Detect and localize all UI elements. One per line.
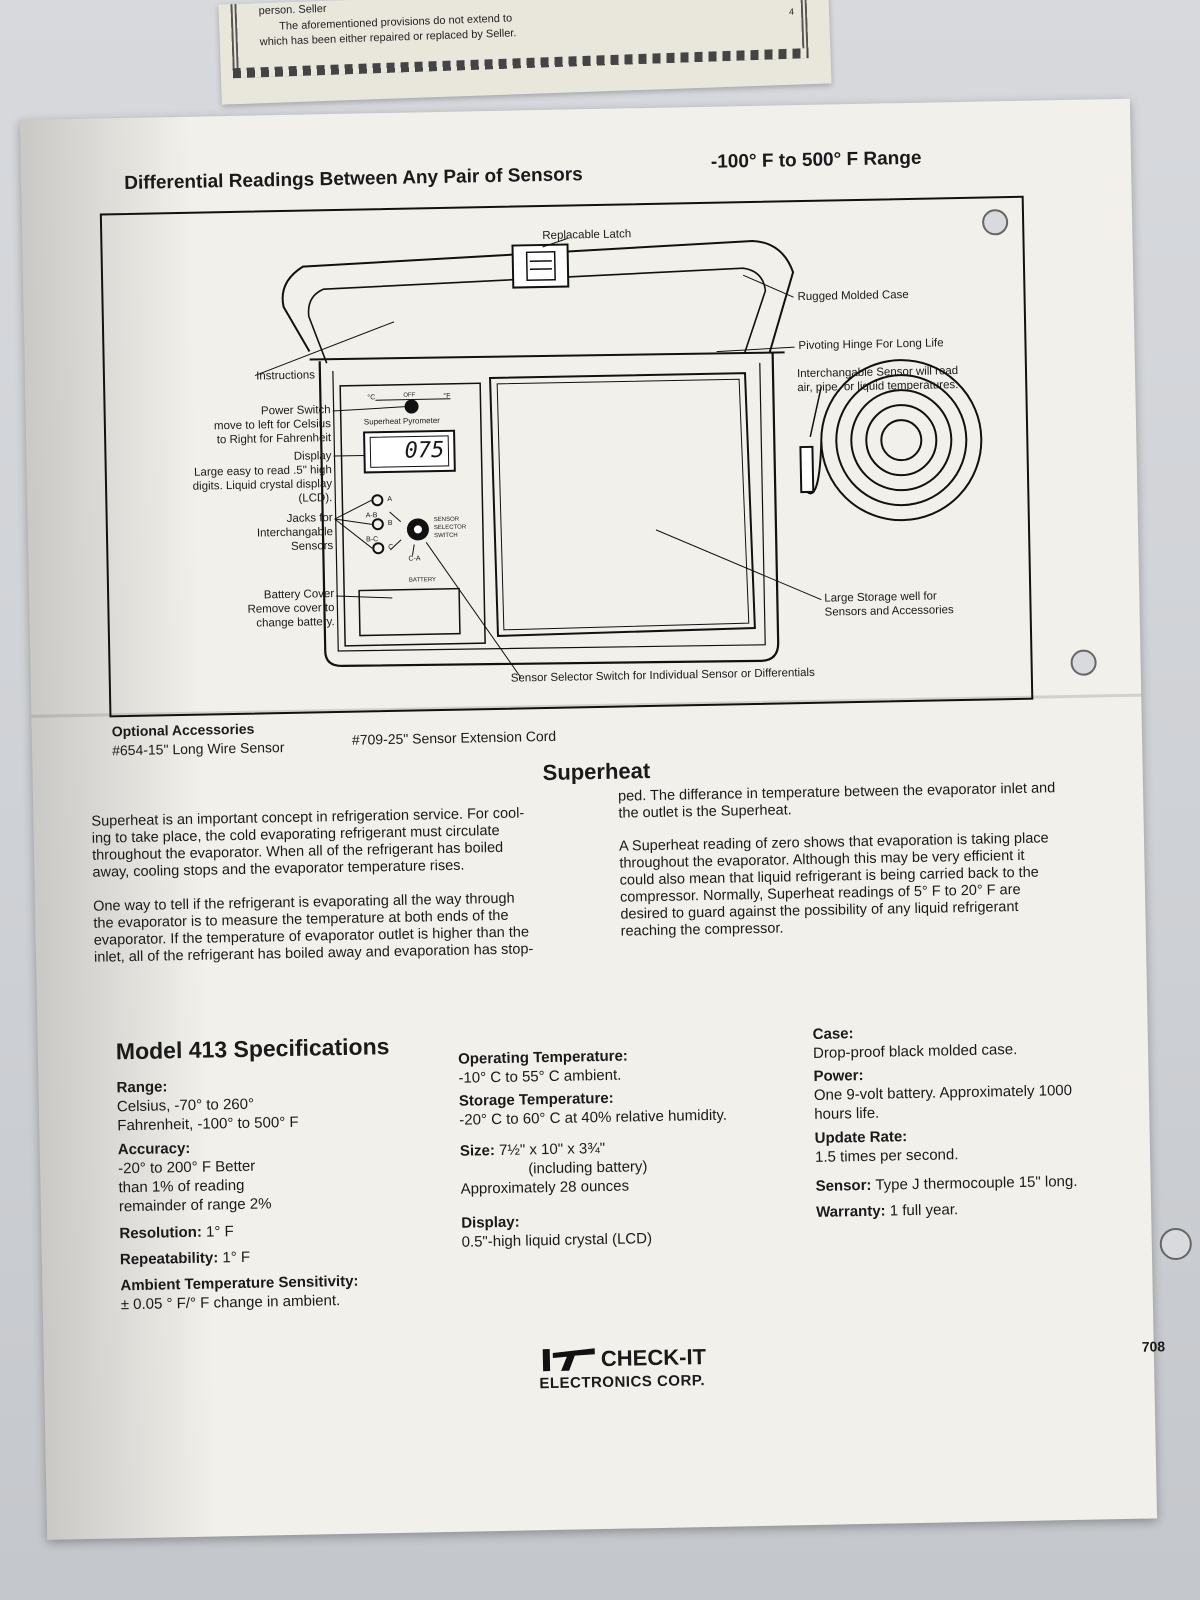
diagram-frame: Replacable Latch Rugged Molded Case Pivo… bbox=[99, 195, 1034, 718]
spec-key: Repeatability: bbox=[119, 1249, 219, 1269]
switch-fahrenheit: °F bbox=[443, 392, 451, 400]
spec-resolution: Resolution: 1° F bbox=[119, 1222, 234, 1243]
punch-hole-2 bbox=[1070, 649, 1097, 676]
spec-ambient: Ambient Temperature Sensitivity: ± 0.05 … bbox=[120, 1272, 359, 1315]
jack-c-label: C bbox=[388, 543, 394, 552]
warranty-line-1: person. Seller bbox=[258, 2, 327, 18]
spec-sensor: Sensor: Type J thermocouple 15" long. bbox=[815, 1172, 1077, 1196]
spec-value: Approximately 28 ounces bbox=[460, 1177, 630, 1198]
label-battery: Battery Cover Remove cover to change bat… bbox=[149, 587, 335, 633]
lcd-readout: 075 bbox=[404, 437, 445, 464]
spec-value: Drop-proof black molded case. bbox=[812, 1041, 1018, 1062]
spec-value: 1 full year. bbox=[889, 1201, 959, 1220]
superheat-para-3: ped. The differance in temperature betwe… bbox=[618, 780, 1056, 822]
warranty-page: 4 bbox=[788, 6, 795, 17]
label-case: Rugged Molded Case bbox=[797, 288, 909, 304]
superheat-para-1: Superheat is an important concept in ref… bbox=[91, 805, 525, 881]
accessory-item-2: #709-25" Sensor Extension Cord bbox=[351, 727, 557, 748]
spec-value: -20° to 200° F Better bbox=[117, 1157, 256, 1178]
accessory-item-1: #654-15" Long Wire Sensor bbox=[111, 739, 285, 759]
spec-value: 0.5"-high liquid crystal (LCD) bbox=[461, 1230, 653, 1251]
spec-value: Type J thermocouple 15" long. bbox=[875, 1172, 1078, 1194]
superheat-title: Superheat bbox=[542, 758, 651, 786]
spec-accuracy: Accuracy: -20° to 200° F Better than 1% … bbox=[118, 1137, 272, 1216]
label-display: Display Large easy to read .5" high digi… bbox=[116, 449, 333, 509]
spec-key: Sensor: bbox=[815, 1176, 872, 1195]
spec-value: remainder of range 2% bbox=[118, 1195, 272, 1216]
spec-value: 1.5 times per second. bbox=[814, 1146, 959, 1166]
panel-title: Superheat Pyrometer bbox=[363, 415, 440, 427]
selector-switch-label: SENSOR SELECTOR SWITCH bbox=[434, 516, 467, 541]
spec-display: Display: 0.5"-high liquid crystal (LCD) bbox=[461, 1210, 652, 1252]
specs-title: Model 413 Specifications bbox=[115, 1033, 390, 1065]
spec-value: ± 0.05 ° F/° F change in ambient. bbox=[120, 1292, 341, 1314]
spec-key: Warranty: bbox=[815, 1202, 886, 1221]
switch-celsius: °C bbox=[367, 394, 376, 402]
spec-repeatability: Repeatability: 1° F bbox=[120, 1248, 251, 1269]
label-power: Power Switch move to left for Celsius to… bbox=[126, 403, 332, 449]
label-instructions: Instructions bbox=[256, 369, 316, 383]
logo-mark-icon bbox=[542, 1348, 595, 1372]
label-latch: Replacable Latch bbox=[542, 228, 632, 242]
jack-bc-label: B-C bbox=[366, 536, 379, 544]
label-storage: Large Storage well for Sensors and Acces… bbox=[824, 589, 954, 619]
range-heading: -100° F to 500° F Range bbox=[710, 147, 922, 173]
spec-value: 1° F bbox=[205, 1223, 234, 1241]
spec-size: Size: 7½" x 10" x 3¾" (including battery… bbox=[460, 1138, 648, 1199]
label-sensor: Interchangable Sensor will read air, pip… bbox=[797, 364, 959, 395]
label-hinge: Pivoting Hinge For Long Life bbox=[798, 337, 944, 353]
spec-sheet: Differential Readings Between Any Pair o… bbox=[20, 98, 1193, 1540]
spec-warranty: Warranty: 1 full year. bbox=[816, 1200, 958, 1222]
case-illustration bbox=[254, 238, 983, 678]
logo-subtext: ELECTRONICS CORP. bbox=[539, 1372, 706, 1393]
jack-ca-label: C-A bbox=[408, 555, 421, 563]
spec-operating: Operating Temperature: -10° C to 55° C a… bbox=[458, 1047, 628, 1088]
jack-a-label: A bbox=[387, 495, 393, 504]
page-number: 708 bbox=[1141, 1338, 1166, 1355]
label-jacks: Jacks for Interchangable Sensors bbox=[148, 511, 334, 557]
superheat-para-4: A Superheat reading of zero shows that e… bbox=[619, 830, 1051, 940]
spec-value: 1° F bbox=[222, 1248, 251, 1267]
jack-b-label: B bbox=[387, 519, 393, 528]
spec-value: -10° C to 55° C ambient. bbox=[458, 1066, 622, 1087]
spec-value: 7½" x 10" x 3¾" bbox=[498, 1139, 606, 1159]
switch-off: OFF bbox=[403, 392, 416, 399]
spec-key: Size: bbox=[459, 1142, 496, 1160]
spec-key: Resolution: bbox=[119, 1223, 203, 1243]
spec-value: hours life. bbox=[814, 1104, 880, 1123]
selector-label-line-3: SWITCH bbox=[434, 532, 458, 540]
diagram-heading: Differential Readings Between Any Pair o… bbox=[124, 164, 583, 195]
spec-value: Fahrenheit, -100° to 500° F bbox=[117, 1113, 299, 1135]
label-storage-line-2: Sensors and Accessories bbox=[824, 604, 954, 619]
spec-value: -20° C to 60° C at 40% relative humidity… bbox=[459, 1106, 728, 1129]
spec-range: Range: Celsius, -70° to 260° Fahrenheit,… bbox=[116, 1075, 298, 1135]
spec-update-rate: Update Rate: 1.5 times per second. bbox=[815, 1126, 959, 1167]
battery-tag: BATTERY bbox=[408, 577, 437, 584]
spec-power: Power: One 9-volt battery. Approximately… bbox=[813, 1062, 1072, 1124]
spec-storage: Storage Temperature: -20° C to 60° C at … bbox=[459, 1087, 727, 1130]
jack-ab-label: A-B bbox=[365, 512, 378, 520]
spec-case: Case: Drop-proof black molded case. bbox=[813, 1021, 1018, 1063]
logo-text: CHECK-IT bbox=[600, 1344, 707, 1372]
accessories-title: Optional Accessories bbox=[111, 720, 255, 740]
superheat-para-2: One way to tell if the refrigerant is ev… bbox=[93, 890, 534, 966]
